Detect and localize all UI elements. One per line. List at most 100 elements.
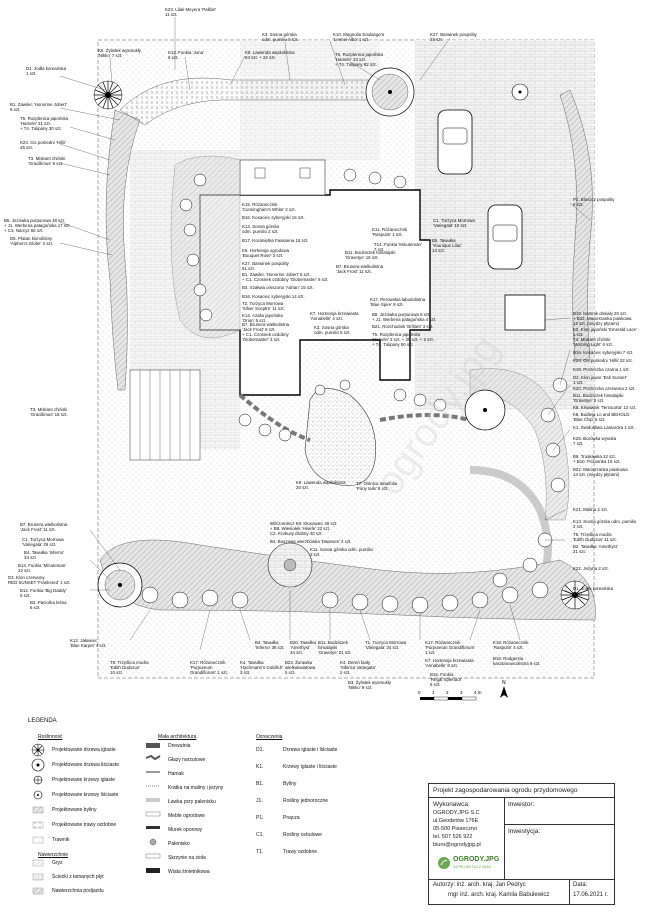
- tree-deciduous-right: [464, 389, 506, 431]
- car-bottom: [487, 204, 523, 270]
- label-t3-left: T3. Miskant chiński 'Gracillimus' 18 szt…: [30, 407, 68, 417]
- legend-code-0-key: D1.: [256, 747, 264, 753]
- label-k3: K3. Sosna górska odm. pumilio 5 szt.: [262, 32, 299, 42]
- conifer-shrub-icon: [33, 775, 43, 785]
- legend-code-3-key: J1.: [256, 798, 263, 804]
- woodshed: [239, 159, 326, 196]
- legend-arch-7: Palenisko: [168, 841, 190, 847]
- label-b3-low: B3. Żylistek wysmukły 'Nikko' 9 szt.: [348, 680, 391, 690]
- boulders-icon: [145, 754, 161, 761]
- ornamental-grass-icon: [32, 821, 44, 829]
- label-k24-r: K24. Cis pośredni 'Hillii' 22 szt.: [573, 358, 633, 363]
- perennial-icon: [32, 806, 44, 814]
- label-b22: B22. Macierzanka piaskowa 14 szt. (międz…: [573, 467, 628, 477]
- label-t1: T1. Turzyca Morrowa 'Variegata' 34 szt.: [365, 640, 407, 650]
- label-b3: B3. Szałwia omszona 'Adrian' 15 szt.: [242, 285, 314, 290]
- label-t5: T5. Rozplenica japońska 'Hameln' 2 szt. …: [372, 332, 434, 347]
- retaining-wall-icon: [146, 826, 160, 829]
- legend-code-5-key: C1.: [256, 832, 264, 838]
- scale-label-4: 4 m: [474, 690, 482, 695]
- contractor-line-0: OGRODY.JPG S.C: [433, 810, 480, 816]
- authors-line-1: Autorzy: inż. arch. kraj. Jan Pedryc: [433, 882, 526, 888]
- authors-line-2: mgr inż. arch. kraj. Kamila Babulewicz: [448, 892, 550, 898]
- legend-surface-symbols: [32, 859, 44, 895]
- label-k13-r: K13. Sosna górska odm. pumilio 2 szt.: [573, 519, 637, 529]
- north-arrow-icon: N: [500, 680, 508, 698]
- label-k24-left: K24. Cis pośredni 'Hillii' 45 szt.: [20, 140, 66, 150]
- logo-subtext: ZAPROJEKTUJ Z NAMI: [453, 865, 491, 869]
- label-d1-left: D1. Jodła koreańska 1 szt.: [26, 66, 67, 76]
- legend-arch-head: Mała architektura: [158, 734, 197, 740]
- label-d2: D2. Klon jawor 'Esk Sunset' 1 szt.: [573, 375, 627, 385]
- label-b14: B14. Funkia 'Minuteman' 22 szt.: [18, 563, 67, 573]
- label-k3-mid: K3. Sosna górska odm. pumilio 5 szt.: [314, 325, 351, 335]
- deciduous-tree-icon: [31, 758, 45, 772]
- legend-plant-5: Projektowane trawy ozdobne: [52, 822, 117, 828]
- label-k15: K15. Różanecznik 'Cunningham's White' 2 …: [242, 202, 296, 212]
- legend-code-1-val: Krzewy iglaste i liściaste: [283, 764, 337, 770]
- label-k9-low: K9. Lawenda wąskolistna 20 szt.: [296, 480, 346, 490]
- tree-deciduous-top: [365, 67, 415, 117]
- legend-code-6-key: T1.: [256, 849, 264, 855]
- lawn-icon: [32, 836, 44, 844]
- legend-plant-2: Projektowane krzewy iglaste: [52, 777, 116, 783]
- label-b2: B2. Tawułka 'Amethyst' 21 szt.: [573, 544, 618, 554]
- label-b16-r: B16. Kosaciec syberyjski 7 szt.: [573, 350, 634, 355]
- tree-deciduous-top-right: [511, 83, 529, 101]
- contractor-label: Wykonawca:: [433, 801, 470, 808]
- bin-shelter-icon: [146, 868, 160, 873]
- furniture-icon: [145, 811, 161, 817]
- investor-label: Inwestor:: [508, 801, 535, 808]
- label-t5-r: T5. Trzęślica modra 'Edith Dudszus' 11 s…: [573, 532, 617, 542]
- legend-plant-6: Trawnik: [52, 837, 70, 843]
- label-b4: B4. Tawułka 'Inferno' 34 szt.: [24, 550, 65, 560]
- label-b9: B9. Truskawka 12 szt. + B10. Poziomka 15…: [573, 454, 621, 464]
- title-block: Projekt zagospodarowania ogrodu przydomo…: [428, 783, 615, 905]
- legend-plant-symbols: [31, 743, 45, 844]
- stone-path: [238, 393, 471, 442]
- gravel-garden: [304, 388, 376, 487]
- legend-code-4-val: Pnącza: [283, 815, 300, 821]
- legend: LEGENDA Roślinność Projektowane drzewa i…: [28, 718, 418, 898]
- label-b1-left: B1. Zawilec 'Honorine Jobert' 5 szt.: [10, 102, 67, 112]
- label-k11-low: K11. Sosna górska odm. pumilio 3 szt.: [310, 547, 373, 557]
- contractor-line-1: ul.Geodetów 176E: [433, 818, 479, 824]
- legend-code-1-key: K1.: [256, 764, 264, 770]
- label-t4: T4. Miskant chiński 'Morning Light' 6 sz…: [573, 337, 613, 347]
- driveway-icon: [32, 887, 44, 895]
- label-k11: K11. Różanecznik 'Rasputin' 1 szt.: [372, 227, 408, 237]
- tree-conifer-top-left: [93, 80, 123, 110]
- label-k27-top: K27. Barwinek pospolity 28 szt.: [430, 32, 477, 42]
- planting-band-bottom: [99, 539, 596, 621]
- legend-arch-5: Meble ogrodowe: [168, 813, 205, 819]
- legend-plant-4: Projektowane byliny: [52, 807, 97, 813]
- label-k17-mid: K17. Perowskia łabodolistna 'Blue Spire'…: [370, 297, 426, 307]
- label-b15: B15. Funkia 'Regal Splendor' 6 szt.: [430, 672, 462, 687]
- logo-leaf-icon: [438, 857, 450, 869]
- legend-arch-0: Drewutnia: [168, 743, 191, 749]
- label-k12: K12. Jałowiec 'Blue Karpet' 4 szt.: [70, 638, 107, 648]
- label-b11-r: B11. Bodziszek himalajski 'Gravetye' 8 s…: [573, 393, 624, 403]
- legend-arch-4: Ławka przy palenisku: [168, 799, 216, 805]
- label-k20: K20. Porzeczka czerwona 2 szt.: [573, 386, 636, 391]
- logo: OGRODY.JPG ZAPROJEKTUJ Z NAMI: [437, 854, 507, 872]
- label-b11-low: B11. Bodziszek himalajski 'Gravetye' 21 …: [318, 640, 352, 655]
- label-k9: K9. Lawenda wąskolistna 84 szt. + 22 szt…: [245, 50, 295, 60]
- label-k7-mid: K7. Hortensja krzewiasta 'Annabelle' 4 s…: [310, 311, 359, 321]
- label-k4-b: K4. Dereń biały 'Sibirica Variegata' 2 s…: [340, 660, 376, 675]
- label-k18: K18. Różanecznik 'Rasputin' 4 szt.: [493, 640, 529, 650]
- label-b17: B17. Kocimiętka Faassena 16 szt.: [242, 238, 309, 243]
- legend-code-2-val: Byliny: [283, 781, 297, 787]
- legend-arch-2: Hamak: [168, 771, 184, 777]
- legend-surfaces-head: Nawierzchnie: [38, 852, 69, 858]
- label-b4-low: B4. Tawułka 'Inferno' 36 szt.: [255, 640, 285, 650]
- label-b7-mid: B7. Brunera wielkolistna 'Jack Frost' 8 …: [242, 322, 290, 342]
- scale-label-2: 2: [446, 690, 449, 695]
- legend-code-2-key: B1.: [256, 781, 264, 787]
- label-k7-low: K7. Hortensja krzewiasta 'Annabelle' 8 s…: [425, 658, 474, 668]
- label-b11-top: B11. Bodziszek himalajski 'Gravetye' 16 …: [345, 250, 396, 260]
- label-t3-top: T3. Miskant chiński 'Gracillimus' 6 szt.: [28, 156, 66, 166]
- label-k5: K5. Żylistek wysmukły 'Nikko' 7 szt.: [98, 48, 141, 58]
- label-b8: B8. Jeżówka purpurowa 6 szt. + J1. Werbe…: [372, 312, 437, 322]
- legend-codes-head: Oznaczenia: [256, 734, 283, 740]
